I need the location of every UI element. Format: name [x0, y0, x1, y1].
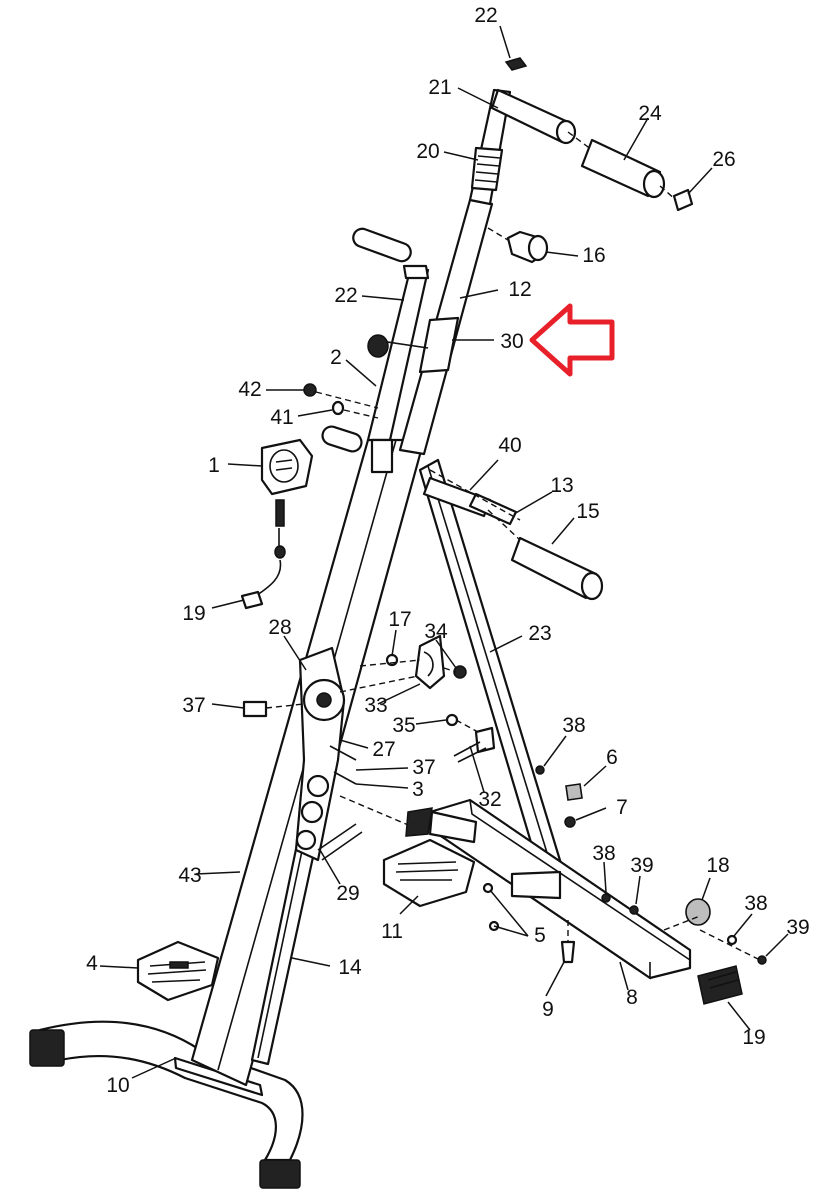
leader-lines — [99, 25, 789, 1079]
callout-20: 19 — [182, 602, 205, 625]
callout-21: 20 — [416, 140, 439, 163]
callout-18: 18 — [706, 854, 729, 877]
callout-37-bottom: 38 — [592, 842, 615, 865]
callout-24: 23 — [528, 622, 551, 645]
callout-4: 4 — [86, 952, 98, 975]
callout-9: 9 — [542, 998, 554, 1021]
callout-27: 27 — [372, 738, 395, 761]
callout-5: 5 — [534, 924, 546, 947]
lower-handle — [321, 425, 604, 601]
front-tube — [352, 227, 430, 442]
callout-2: 2 — [330, 346, 342, 369]
callout-1: 1 — [208, 454, 220, 477]
highlight-arrow — [529, 303, 615, 377]
callout-15: 15 — [576, 500, 599, 523]
callout-3: 3 — [412, 778, 424, 801]
callout-39: 39 — [786, 916, 809, 939]
pulley-assembly — [242, 646, 421, 862]
callout-35: 37 — [412, 756, 435, 779]
callout-28: 28 — [268, 616, 291, 639]
brake-bracket — [339, 634, 467, 693]
callout-12: 12 — [508, 278, 531, 301]
callout-25: 24 — [638, 102, 662, 125]
callout-22-top: 21 — [428, 76, 451, 99]
left-pedal — [136, 940, 220, 1002]
callout-41: 41 — [270, 406, 293, 429]
callout-30: 30 — [500, 330, 523, 353]
adjustment-knob — [487, 227, 549, 264]
callout-16: 16 — [582, 244, 605, 267]
callout-43: 43 — [178, 864, 201, 887]
callout-32: 33 — [364, 694, 387, 717]
callout-7: 7 — [616, 796, 628, 819]
callout-33: 34 — [424, 620, 448, 643]
rear-tube — [367, 88, 577, 456]
callout-37-top: 38 — [562, 714, 585, 737]
base-frame — [29, 1020, 304, 1189]
callout-14: 14 — [338, 956, 362, 979]
linkage — [445, 713, 496, 763]
callout-10: 10 — [106, 1074, 129, 1097]
callout-23: 22 — [474, 4, 497, 27]
callout-13: 13 — [550, 474, 573, 497]
right-pedal — [382, 807, 500, 932]
callout-26: 26 — [712, 148, 735, 171]
callout-22-mid: 22 — [334, 284, 357, 307]
callout-42: 42 — [238, 378, 261, 401]
callout-29: 29 — [336, 882, 359, 905]
callout-31: 32 — [478, 788, 501, 811]
callout-17: 17 — [388, 608, 411, 631]
callout-19: 19 — [742, 1026, 765, 1049]
callout-40: 40 — [498, 434, 521, 457]
callout-11: 11 — [381, 920, 403, 943]
rear-hardware — [535, 765, 767, 1005]
callout-6: 6 — [606, 746, 618, 769]
callout-34: 35 — [392, 714, 415, 737]
callout-8: 8 — [626, 986, 638, 1009]
console — [240, 383, 379, 610]
callout-38-left: 39 — [630, 854, 653, 877]
callout-36: 37 — [182, 694, 205, 717]
callout-labels: 22 21 20 24 26 16 12 22 30 2 42 41 1 40 … — [86, 4, 810, 1097]
callout-38-right: 38 — [744, 892, 767, 915]
top-parts — [504, 57, 694, 212]
